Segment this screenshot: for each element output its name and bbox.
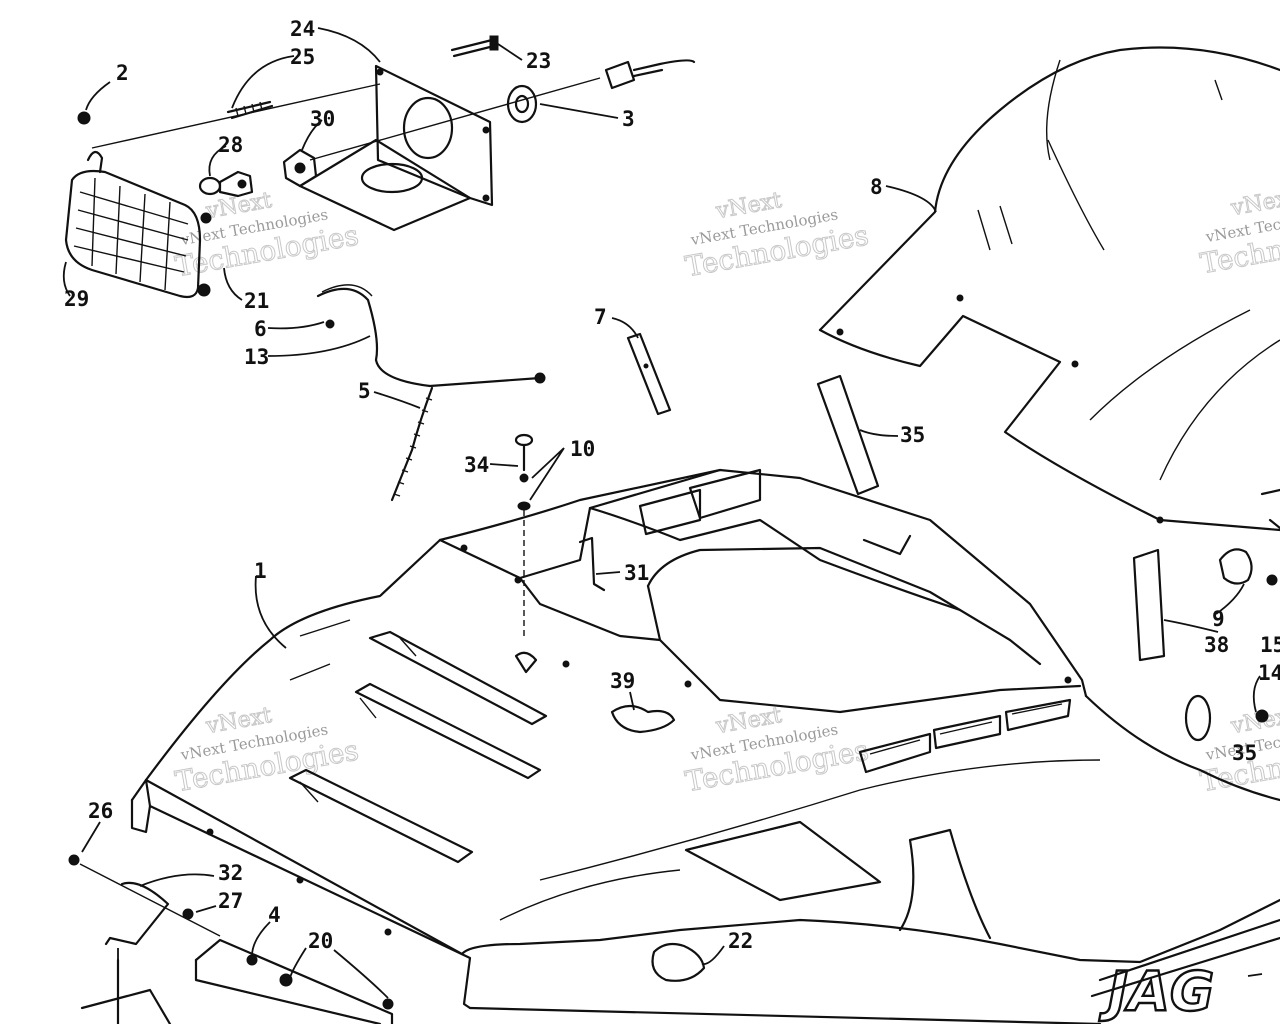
callout-20: 20 xyxy=(308,929,333,953)
callouts: 2 24 25 23 3 30 28 29 21 6 13 5 7 8 35 1… xyxy=(64,17,1280,953)
windshield xyxy=(818,46,1280,532)
callout-32: 32 xyxy=(218,861,243,885)
bar-4-lower xyxy=(194,958,382,1024)
callout-35-upper: 35 xyxy=(900,423,925,447)
callout-9: 9 xyxy=(1212,607,1225,631)
callout-38: 38 xyxy=(1204,633,1229,657)
bracket-31 xyxy=(578,536,606,592)
fastener-10-34 xyxy=(514,433,534,640)
nut-20a xyxy=(279,973,293,987)
callout-1: 1 xyxy=(254,559,267,583)
wire-harness xyxy=(316,284,546,388)
bulb xyxy=(198,170,254,198)
jag-decal-text: JAG xyxy=(1099,960,1214,1023)
bulb-socket xyxy=(282,148,318,188)
callout-35-lower: 35 xyxy=(1232,741,1257,765)
hood xyxy=(130,468,1280,1024)
jag-decal: JAG xyxy=(1090,918,1280,1024)
callout-8: 8 xyxy=(870,175,883,199)
callout-39: 39 xyxy=(610,669,635,693)
callout-25: 25 xyxy=(290,45,315,69)
callout-27: 27 xyxy=(218,889,243,913)
nut-4 xyxy=(246,954,258,966)
nut xyxy=(77,111,91,125)
callout-10: 10 xyxy=(570,437,595,461)
screw-26 xyxy=(68,854,80,866)
callout-15: 15 xyxy=(1260,633,1280,657)
plate-6 xyxy=(80,958,172,1024)
watermark-group: vNext vNext Technologies Technologies vN… xyxy=(172,185,1280,799)
callout-13: 13 xyxy=(244,345,269,369)
spring-wire xyxy=(390,386,434,502)
wire-connector xyxy=(604,59,696,90)
watermark-1: vNext vNext Technologies Technologies xyxy=(172,188,361,284)
rivet-14 xyxy=(1255,709,1269,723)
watermark-2: vNext vNext Technologies Technologies xyxy=(682,188,871,284)
decal-35-upper xyxy=(816,374,880,496)
callout-21: 21 xyxy=(244,289,269,313)
callout-4: 4 xyxy=(268,903,281,927)
callout-6: 6 xyxy=(254,317,267,341)
callout-7: 7 xyxy=(594,305,607,329)
callout-22: 22 xyxy=(728,929,753,953)
headlight-assembly xyxy=(64,35,696,502)
bracket-32 xyxy=(104,881,170,946)
callout-31: 31 xyxy=(624,561,649,585)
leader-lines xyxy=(62,27,1263,1000)
decal-38 xyxy=(1132,548,1166,662)
callout-29: 29 xyxy=(64,287,89,311)
washer-27 xyxy=(182,908,194,920)
headlight-lens xyxy=(64,150,212,299)
callout-2: 2 xyxy=(116,61,129,85)
callout-3: 3 xyxy=(622,107,635,131)
bar-4 xyxy=(194,938,394,1024)
assembly-line xyxy=(79,863,221,937)
callout-34: 34 xyxy=(464,453,489,477)
clip-9 xyxy=(1218,548,1278,586)
callout-14: 14 xyxy=(1258,661,1280,685)
callout-23: 23 xyxy=(526,49,551,73)
callout-5: 5 xyxy=(358,379,371,403)
decal-35-lower xyxy=(1184,694,1212,742)
decal-7 xyxy=(626,332,672,416)
callout-30: 30 xyxy=(310,107,335,131)
watermark-3: vNext vNext Technologies Technologies xyxy=(1197,185,1280,281)
nut-20b xyxy=(382,998,394,1010)
headlight-bracket xyxy=(298,64,494,232)
callout-28: 28 xyxy=(218,133,243,157)
alignment-lines xyxy=(91,77,601,161)
callout-24: 24 xyxy=(290,17,315,41)
callout-26: 26 xyxy=(88,799,113,823)
grommet xyxy=(506,84,538,124)
